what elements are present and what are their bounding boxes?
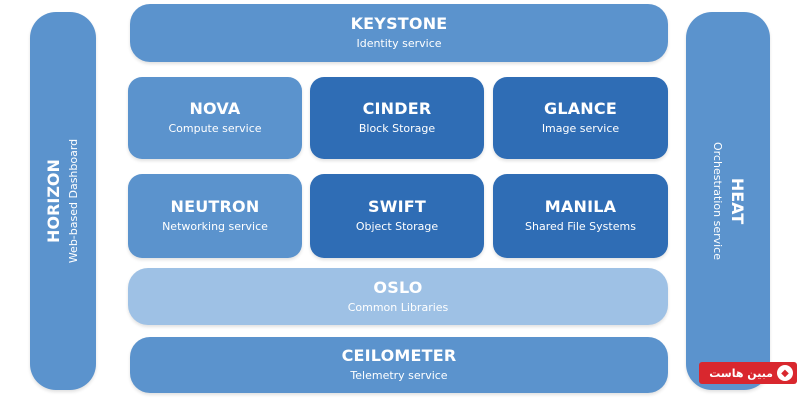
oslo-title: OSLO [373,277,423,297]
oslo-box: OSLO Common Libraries [128,268,668,325]
ceilometer-box: CEILOMETER Telemetry service [130,337,668,393]
horizon-label-group: HORIZON Web-based Dashboard [33,21,93,381]
horizon-panel: HORIZON Web-based Dashboard [30,12,96,390]
neutron-box: NEUTRON Networking service [128,174,302,258]
nova-title: NOVA [189,99,241,118]
nova-box: NOVA Compute service [128,77,302,159]
neutron-subtitle: Networking service [162,220,268,233]
glance-box: GLANCE Image service [493,77,668,159]
keystone-box: KEYSTONE Identity service [130,4,668,62]
swift-box: SWIFT Object Storage [310,174,484,258]
ceilometer-title: CEILOMETER [341,346,457,365]
glance-title: GLANCE [544,99,617,118]
manila-subtitle: Shared File Systems [525,220,636,233]
swift-title: SWIFT [368,197,426,216]
cinder-box: CINDER Block Storage [310,77,484,159]
heat-subtitle: Orchestration service [711,141,724,260]
cinder-title: CINDER [362,99,432,118]
horizon-subtitle: Web-based Dashboard [67,138,80,264]
neutron-title: NEUTRON [170,197,260,216]
watermark-logo: مبین هاست ◆ [699,362,797,384]
keystone-subtitle: Identity service [356,37,442,50]
swift-subtitle: Object Storage [355,220,439,233]
keystone-title: KEYSTONE [350,14,448,33]
heat-label-group: HEAT Orchestration service [698,21,758,381]
manila-title: MANILA [544,197,617,216]
watermark-logo-icon: ◆ [777,365,793,381]
heat-title: HEAT [728,177,747,225]
cinder-subtitle: Block Storage [358,122,436,135]
ceilometer-subtitle: Telemetry service [350,369,448,382]
oslo-subtitle: Common Libraries [347,300,449,314]
nova-subtitle: Compute service [168,122,262,135]
manila-box: MANILA Shared File Systems [493,174,668,258]
horizon-title: HORIZON [44,159,63,243]
glance-subtitle: Image service [541,122,620,135]
watermark-text: مبین هاست [709,366,773,380]
heat-panel: HEAT Orchestration service [686,12,770,390]
